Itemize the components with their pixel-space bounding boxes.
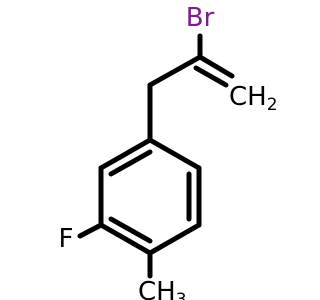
bond-vinyl-double-inner bbox=[193, 65, 229, 88]
atom-label-bromine: Br bbox=[186, 3, 215, 33]
atom-label-fluorine: F bbox=[59, 224, 74, 254]
molecule-diagram: Br F CH2 CH3 bbox=[59, 3, 278, 300]
bond-ring-to-f bbox=[77, 222, 104, 239]
bond-ch2-to-vinyl-carbon bbox=[147, 54, 203, 88]
bond-ring-c4-c5 bbox=[98, 222, 153, 256]
methylene-main-text: CH bbox=[229, 82, 267, 112]
methyl-main-text: CH bbox=[138, 277, 176, 300]
substituent-bonds bbox=[77, 33, 235, 279]
methyl-subscript: 3 bbox=[176, 290, 187, 300]
bond-ring-inner-c4-c5 bbox=[108, 216, 153, 244]
bond-ring-c1-c2 bbox=[147, 137, 202, 171]
bond-ring-c3-c4 bbox=[147, 222, 202, 256]
atom-label-methyl: CH3 bbox=[138, 277, 187, 300]
ring-bonds bbox=[98, 137, 202, 256]
bond-ring-c6-c1 bbox=[98, 137, 153, 171]
methylene-subscript: 2 bbox=[267, 95, 278, 115]
bond-ring-inner-c6-c1 bbox=[108, 149, 153, 177]
atom-labels: Br F CH2 CH3 bbox=[59, 3, 278, 300]
atom-label-methylene: CH2 bbox=[229, 82, 278, 115]
bond-vinyl-double-outer bbox=[197, 54, 235, 79]
